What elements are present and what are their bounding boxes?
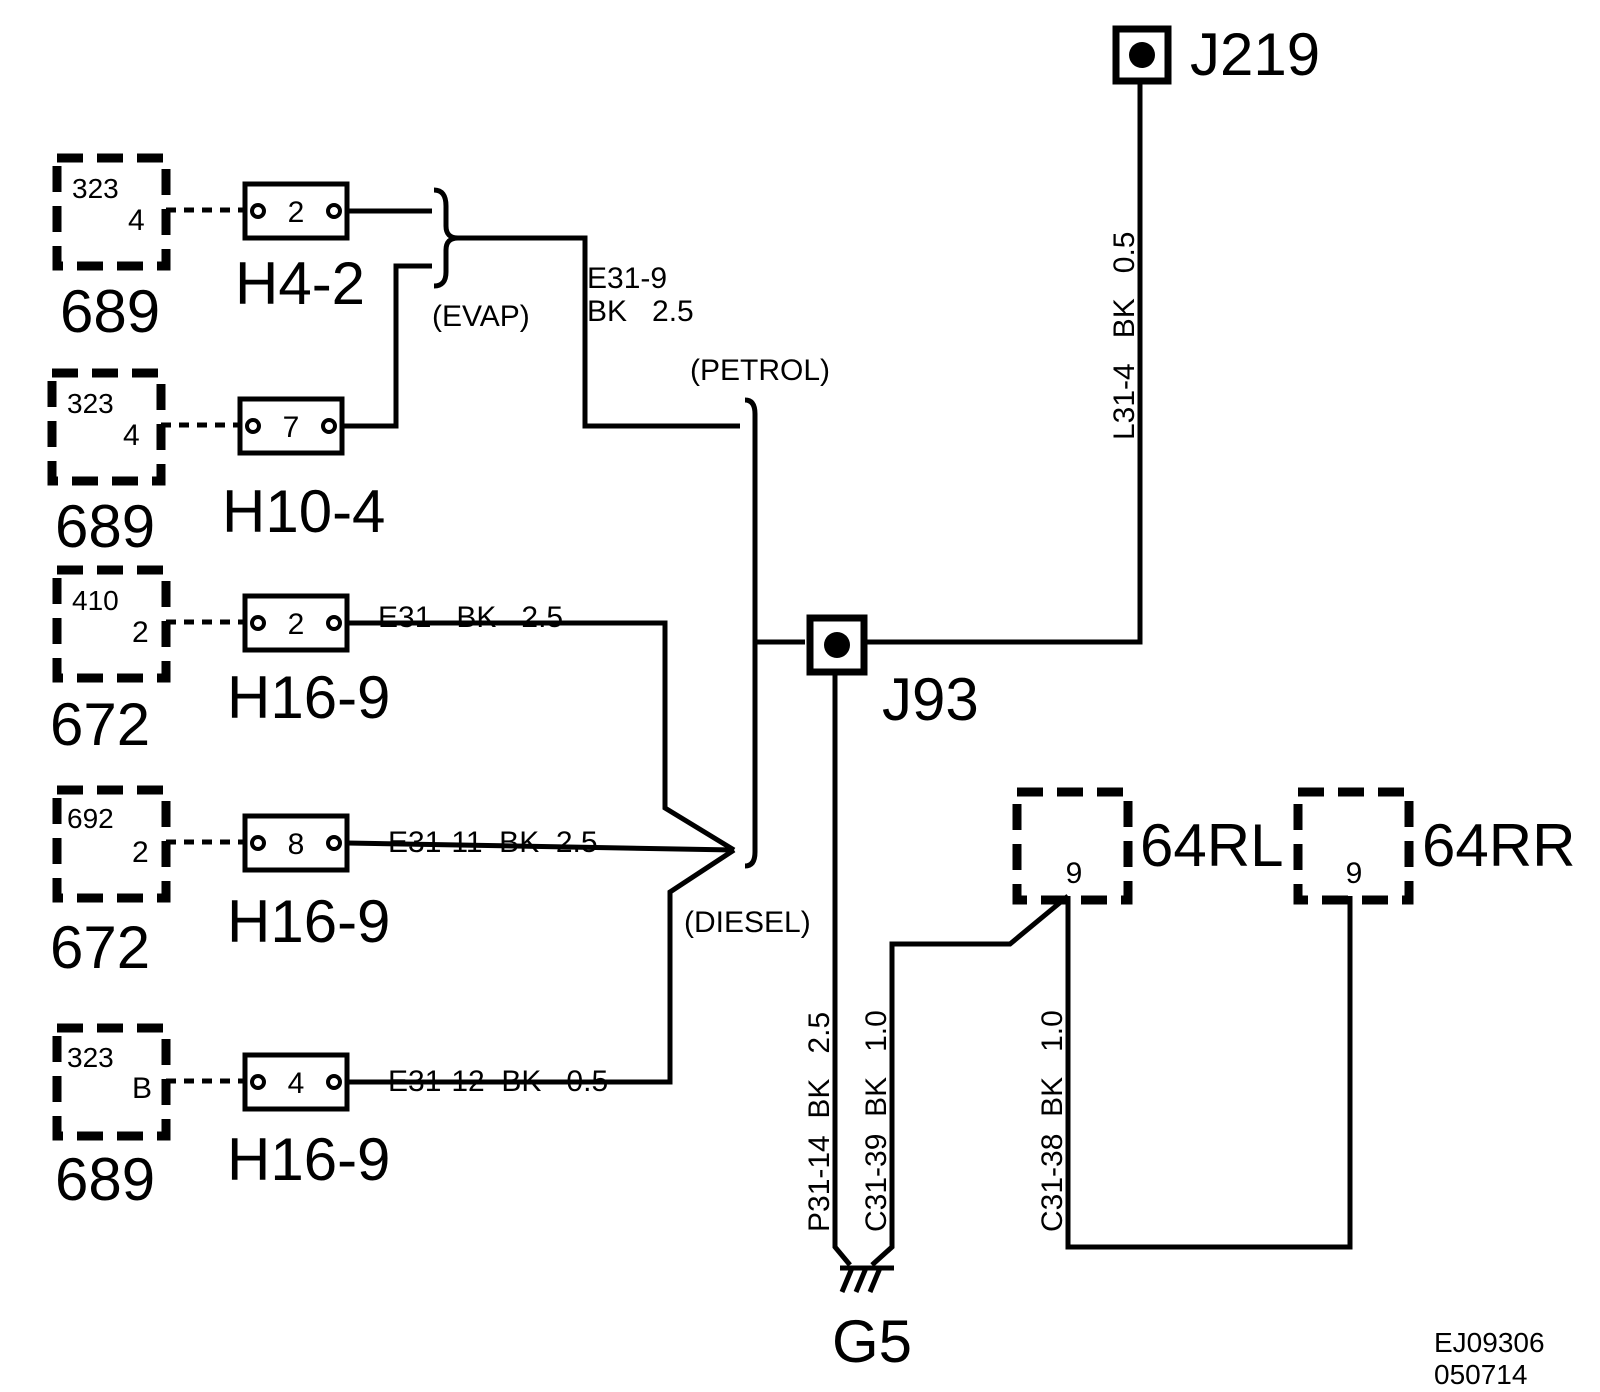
component-id: 410 [72,585,119,616]
ground-g5: G5 [832,1265,912,1375]
component-page-ref: 672 [50,914,150,981]
speaker-pin: 9 [1346,857,1363,890]
option-label-petrol: (PETROL) [690,354,830,387]
connector-label: H16-9 [227,1126,390,1193]
wire-label-c31-39: C31-39 BK 1.0 [860,1010,893,1232]
connector-label: H16-9 [227,888,390,955]
wire-label-p31-14: P31-14 BK 2.5 [803,1012,836,1232]
component-pin: 4 [128,204,145,237]
component-pin: 2 [132,616,149,649]
connector-label: H16-9 [227,664,390,731]
connector-h4-2: 2 H4-2 [235,181,365,317]
component-id: 692 [67,803,114,834]
speaker-pin: 9 [1066,857,1083,890]
component-id: 323 [72,173,119,204]
splice-label: J93 [882,666,979,733]
component-pin: 2 [132,836,149,869]
option-label-diesel: (DIESEL) [684,906,811,939]
ground-label: G5 [832,1308,912,1375]
component-page-ref: 672 [50,691,150,758]
connector-pin: 2 [288,196,305,229]
splice-j219: J219 [1112,21,1320,88]
speaker-64rr: 9 64RR [1293,787,1575,905]
connector-h16-9-c: 4 H16-9 [227,1052,390,1193]
component-323-b: 323 4 689 [47,368,166,560]
splice-label: J219 [1190,21,1320,88]
component-page-ref: 689 [60,278,160,345]
component-692: 692 2 672 [50,785,171,981]
wire-label-e31-11: E31-11 BK 2.5 [388,826,598,859]
wire-label-e31-12: E31-12 BK 0.5 [388,1065,608,1098]
connector-h16-9-a: 2 H16-9 [227,593,390,731]
speaker-label: 64RR [1422,812,1575,879]
connector-pin: 4 [288,1067,305,1100]
connector-h10-4: 7 H10-4 [222,396,385,545]
connector-label: H4-2 [235,250,365,317]
wire-label-e31: E31 BK 2.5 [378,601,563,634]
speaker-label: 64RL [1140,812,1283,879]
component-page-ref: 689 [55,1146,155,1213]
wire-label-l31-4: L31-4 BK 0.5 [1108,232,1141,440]
wire-network [342,82,1353,1267]
diagram-date: 050714 [1434,1359,1527,1390]
option-label-evap: (EVAP) [432,300,530,333]
component-323-c: 323 B 689 [52,1023,171,1213]
wire-label-c31-38: C31-38 BK 1.0 [1036,1010,1069,1232]
wire-label-e31-9: E31-9 [587,262,667,295]
connector-pin: 7 [283,411,300,444]
connector-label: H10-4 [222,478,385,545]
diagram-code: EJ09306 [1434,1327,1545,1358]
dotted-links [161,207,245,1084]
component-id: 323 [67,1042,114,1073]
component-pin: B [132,1072,152,1105]
speaker-64rl: 9 64RL [1012,787,1283,905]
wire-label-e31-9-spec: BK 2.5 [587,295,694,328]
component-page-ref: 689 [55,493,155,560]
connector-pin: 8 [288,828,305,861]
component-323-a: 323 4 689 [52,153,171,345]
component-410: 410 2 672 [50,565,171,758]
component-id: 323 [67,388,114,419]
component-pin: 4 [123,419,140,452]
splice-j93: J93 [806,614,979,733]
connector-pin: 2 [288,608,305,641]
connector-h16-9-b: 8 H16-9 [227,813,390,955]
